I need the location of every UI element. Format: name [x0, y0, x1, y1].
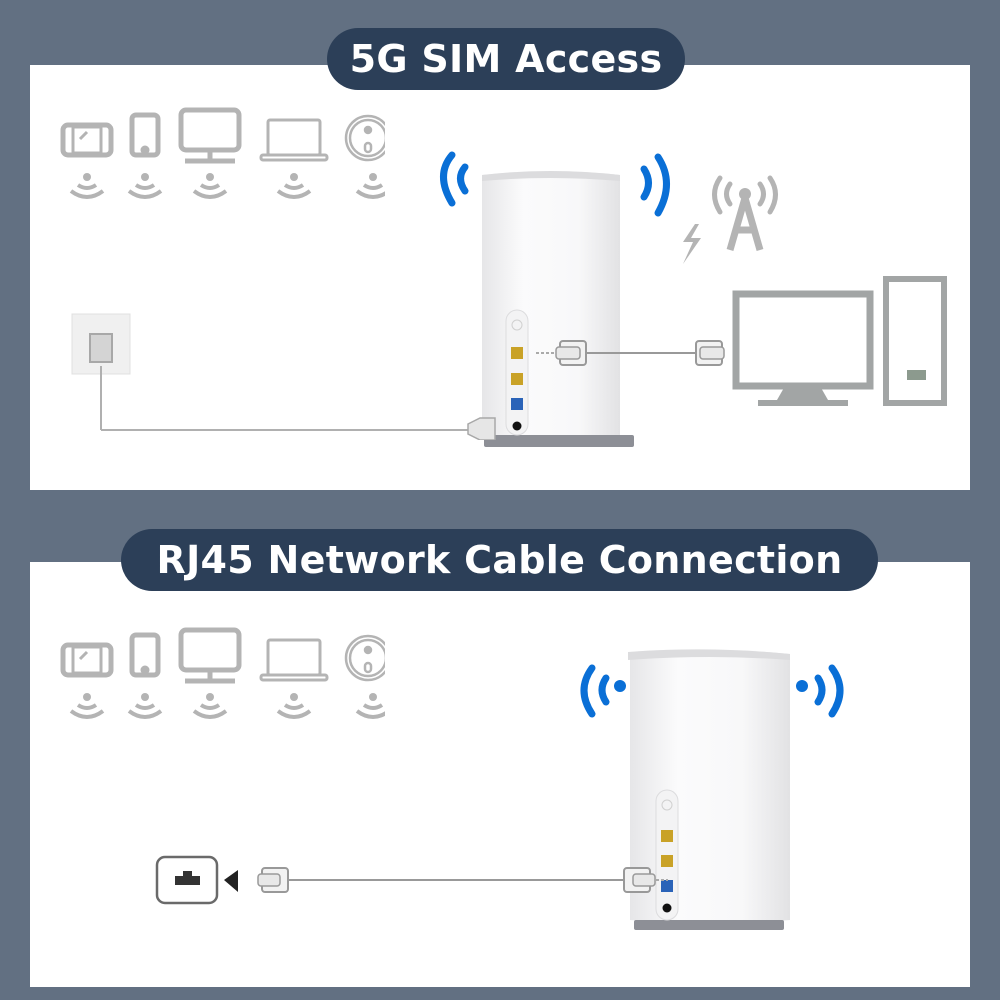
power-adapter	[71, 313, 496, 440]
lan-port-1	[661, 830, 673, 842]
lan-port-2	[661, 855, 673, 867]
laptop-icon	[259, 118, 329, 162]
monitor-icon	[178, 107, 242, 164]
router-top	[440, 151, 670, 447]
wifi-signal-right-icon	[640, 153, 670, 217]
smartphone-icon	[129, 632, 161, 678]
rj45-cable-bottom	[155, 855, 668, 905]
game-console-icon	[60, 642, 114, 678]
wifi-client-icons	[69, 693, 385, 719]
wifi-client-icons	[69, 173, 385, 199]
lightning-icon	[683, 224, 701, 264]
device-icons-row-bottom	[60, 627, 385, 719]
wifi-signal-left-icon	[580, 664, 610, 718]
wifi-signal-left-icon	[440, 151, 469, 207]
lan-cable-top	[536, 340, 725, 366]
device-icons-row-top	[60, 107, 385, 199]
monitor-icon	[178, 627, 242, 684]
game-console-icon	[60, 122, 114, 158]
section-title-rj45: RJ45 Network Cable Connection	[121, 529, 878, 591]
laptop-icon	[259, 638, 329, 682]
wan-port	[661, 880, 673, 892]
wifi-dot-right	[796, 680, 808, 692]
wifi-dot-left	[614, 680, 626, 692]
lan-port-2	[511, 373, 523, 385]
section-title-sim-access: 5G SIM Access	[327, 28, 685, 90]
robot-vacuum-icon	[344, 634, 385, 682]
lan-port-1	[511, 347, 523, 359]
rj45-connection-panel	[30, 562, 970, 987]
smartphone-icon	[129, 112, 161, 158]
arrow-left-icon	[224, 870, 238, 892]
desktop-computer-icon	[732, 276, 947, 406]
wifi-signal-right-icon	[814, 664, 844, 718]
cell-tower-icon	[683, 175, 778, 264]
robot-vacuum-icon	[344, 114, 385, 162]
wan-port	[511, 398, 523, 410]
router-bottom	[580, 649, 844, 930]
